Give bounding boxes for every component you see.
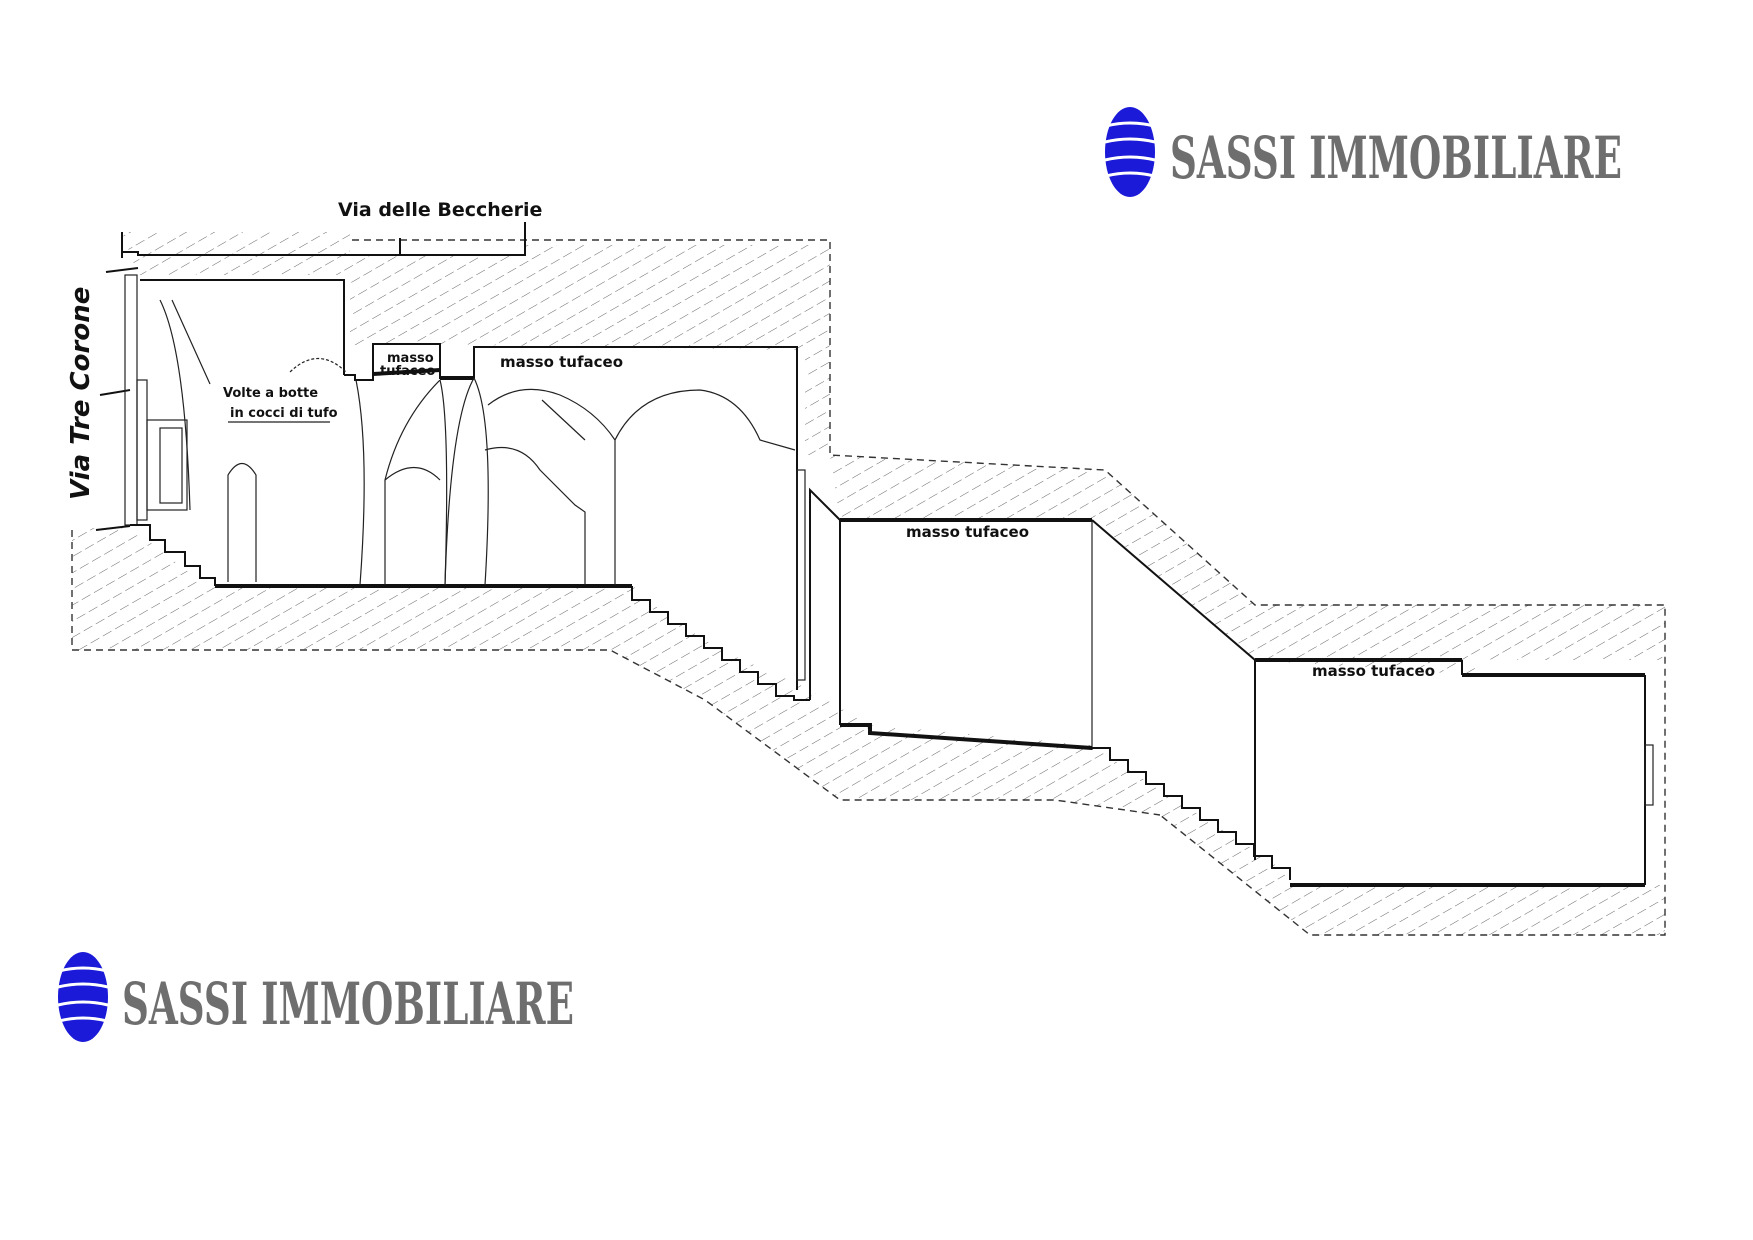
via-beccherie-label: Via delle Beccherie	[338, 199, 542, 221]
masso-small-line2: tufaceo	[380, 364, 435, 379]
brand-logo-bottom: SASSI IMMOBILIARE	[57, 952, 574, 1042]
masso-label-3: masso tufaceo	[1312, 662, 1435, 680]
rock-boundary	[71, 239, 1666, 936]
left-facade	[95, 267, 216, 586]
room-middle	[809, 487, 1291, 880]
street-level	[121, 222, 526, 258]
room-vaulted	[140, 279, 632, 588]
globe-icon	[57, 952, 109, 1042]
via-tre-corone-label: Via Tre Corone	[66, 287, 96, 500]
masso-label-2: masso tufaceo	[906, 523, 1029, 541]
room-arches	[344, 343, 810, 701]
brand-name-bottom: SASSI IMMOBILIARE	[122, 970, 574, 1038]
globe-icon	[1104, 107, 1156, 197]
masso-small-line1: masso	[387, 351, 434, 366]
rock-mass	[72, 232, 1665, 935]
volte-label-line1: Volte a botte	[223, 386, 318, 401]
brand-logo-top: SASSI IMMOBILIARE	[1104, 107, 1622, 197]
brand-name-top: SASSI IMMOBILIARE	[1170, 124, 1622, 192]
volte-label-line2: in cocci di tufo	[230, 406, 338, 421]
room-right	[1254, 658, 1654, 887]
masso-label-1: masso tufaceo	[500, 353, 623, 371]
